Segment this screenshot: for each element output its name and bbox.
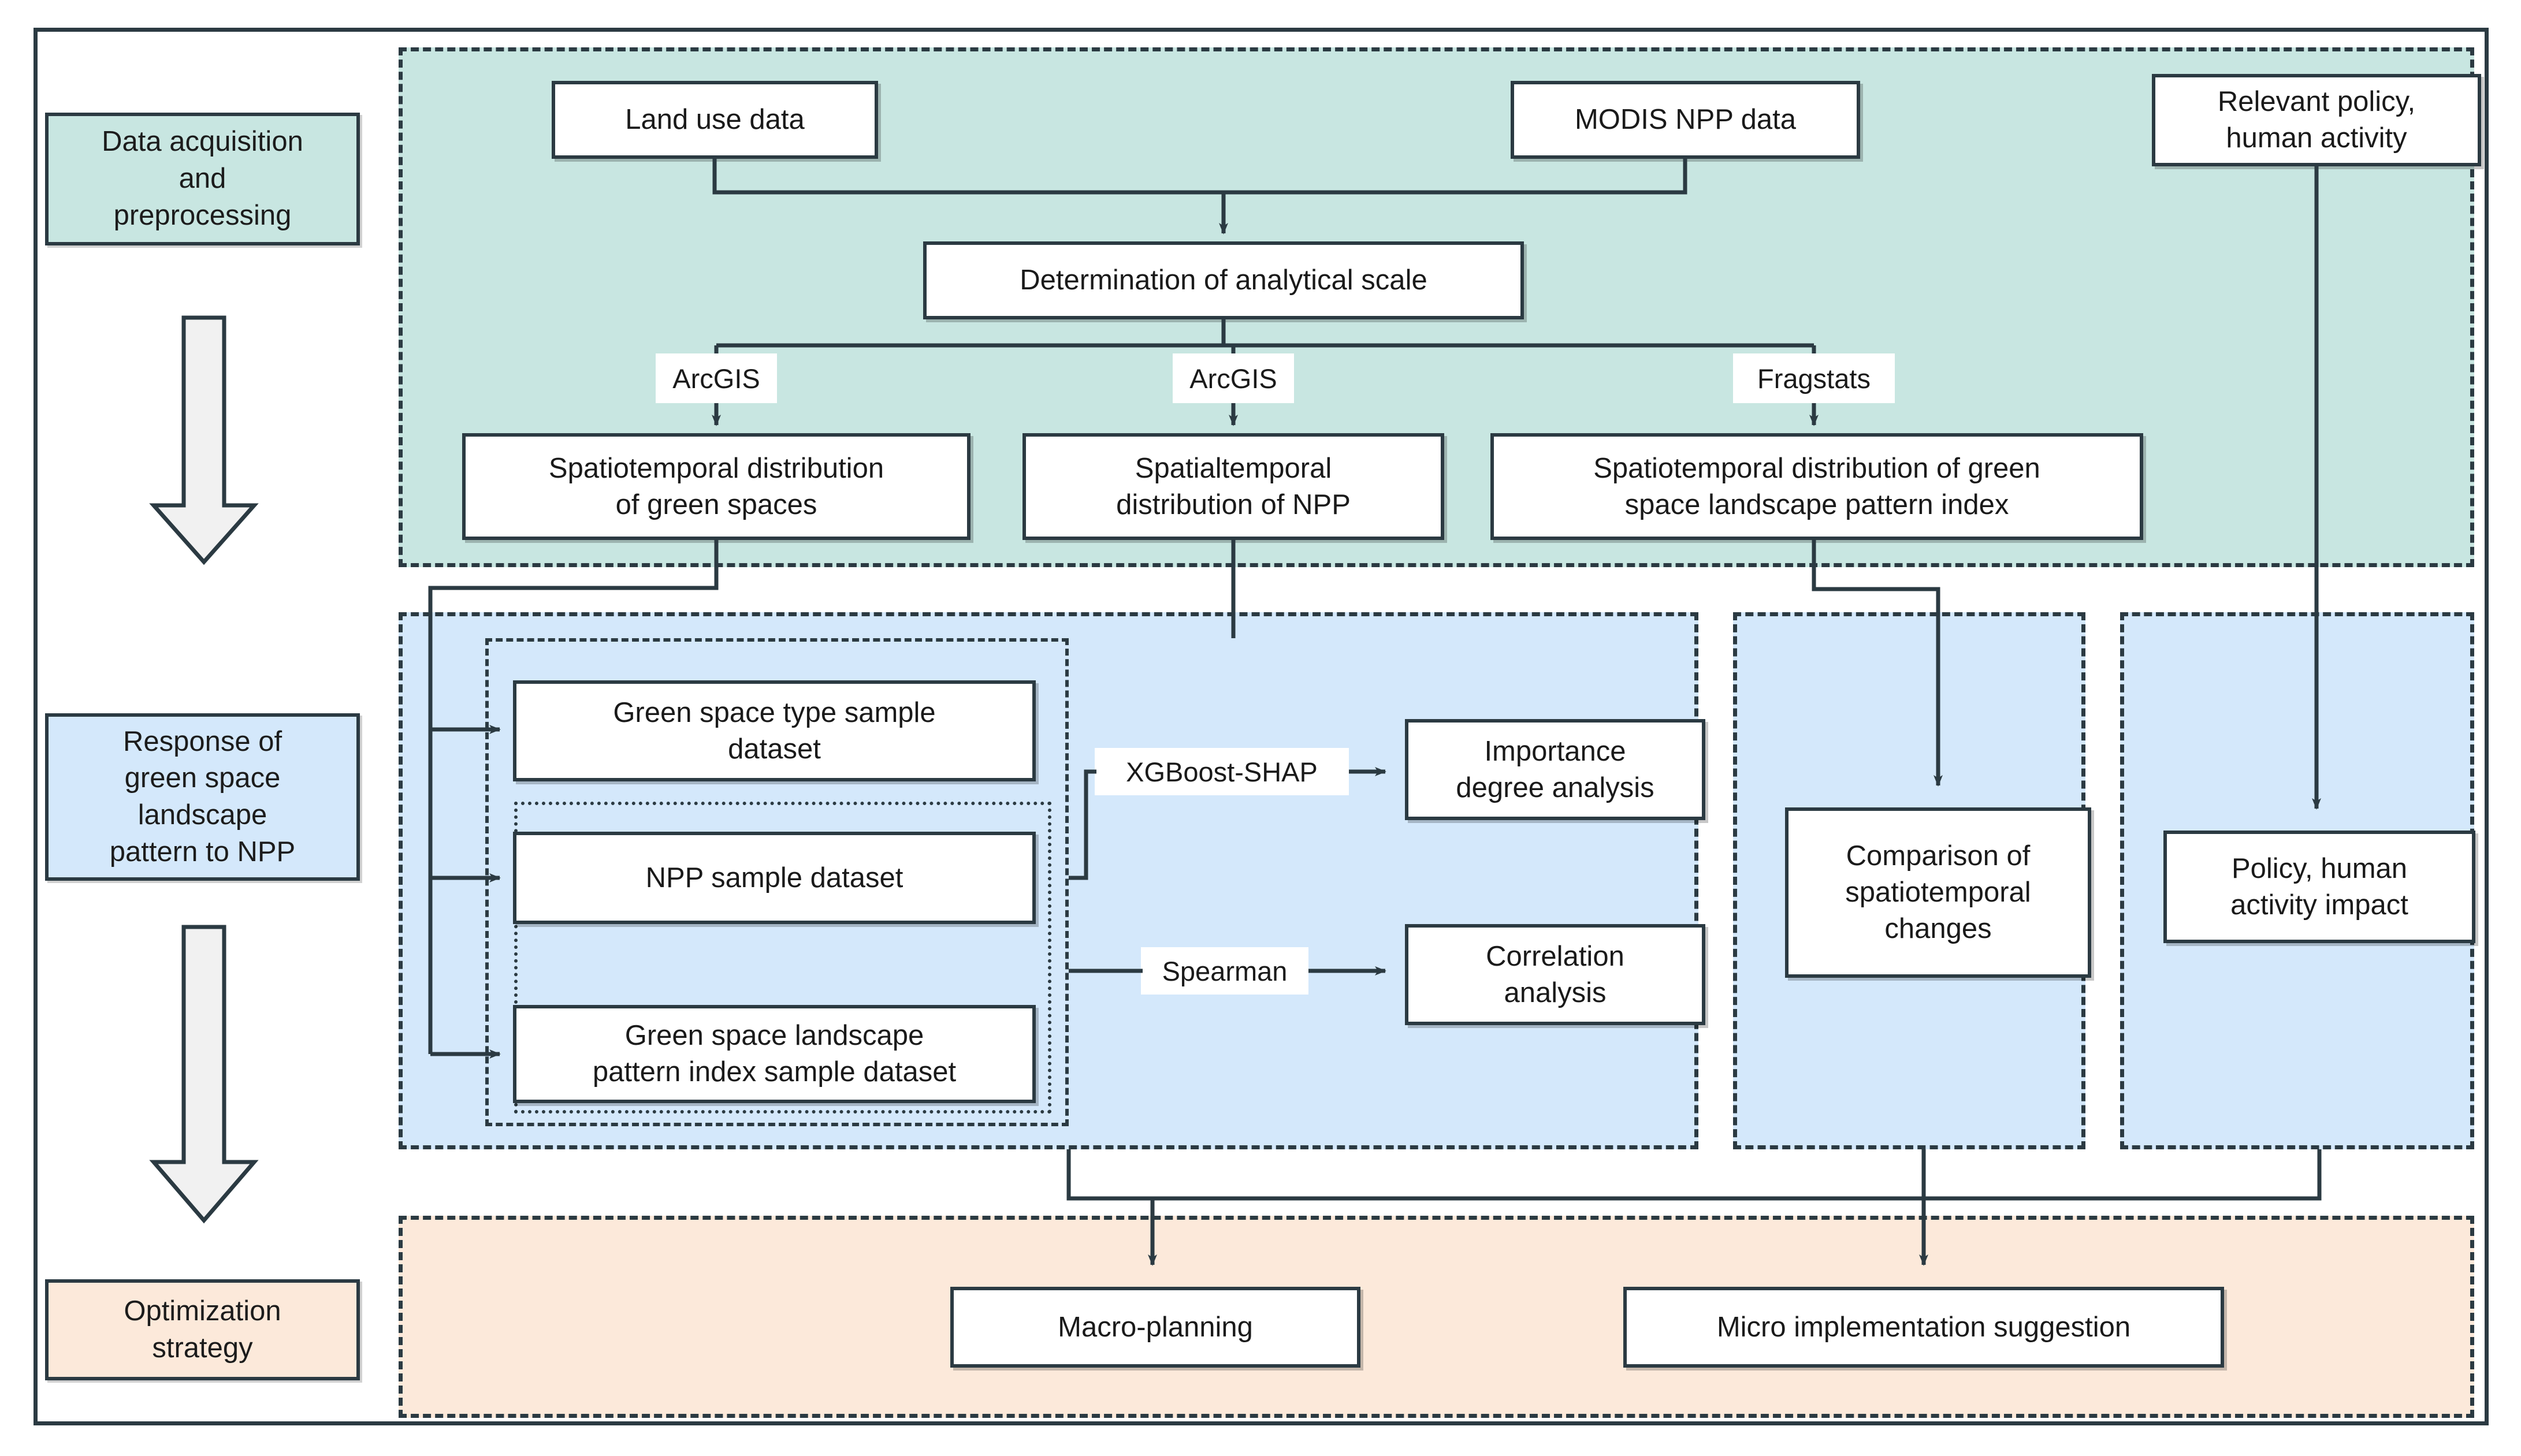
node-text-line1: Policy, human [2231,852,2408,884]
node-text-line2: dataset [728,733,821,765]
node-text-line2: degree analysis [1456,772,1654,803]
edge-label-arcgis-1: ArcGIS [656,353,777,403]
node-text-line1: Green space landscape [624,1020,924,1052]
edge-label-xgboost-shap: XGBoost-SHAP [1095,748,1349,795]
phase-transition-arrow-1 [149,315,259,566]
phase-label-line1: Response of [122,725,282,757]
node-text-line1: Green space type sample [613,697,936,728]
node-text-line3: changes [1884,913,1992,944]
node-green-space-type-sample-dataset[interactable]: Green space type sample dataset [513,680,1036,781]
node-text-line2: space landscape pattern index [1624,489,2009,520]
outer-frame [34,28,2489,1425]
node-text-line1: Spatiotemporal distribution of green [1593,452,2040,484]
node-spatiotemporal-distribution-pattern-index[interactable]: Spatiotemporal distribution of green spa… [1490,433,2143,540]
node-text-line1: Relevant policy, [2217,86,2416,118]
node-correlation-analysis[interactable]: Correlation analysis [1405,924,1705,1025]
node-relevant-policy-human-activity[interactable]: Relevant policy, human activity [2152,74,2481,166]
node-determination-of-analytical-scale[interactable]: Determination of analytical scale [923,241,1524,319]
phase-transition-arrow-2 [149,924,259,1224]
node-text-line1: Correlation [1486,940,1624,972]
phase-banner-response: Response of green space landscape patter… [45,713,360,881]
node-modis-npp-data[interactable]: MODIS NPP data [1511,81,1860,159]
node-text-line2: activity impact [2230,889,2408,921]
node-text-line1: Importance [1484,735,1626,767]
node-text-line2: human activity [2226,122,2407,154]
node-importance-degree-analysis[interactable]: Importance degree analysis [1405,719,1705,820]
node-green-space-landscape-pattern-index-sample-dataset[interactable]: Green space landscape pattern index samp… [513,1005,1036,1103]
node-spatialtemporal-distribution-npp[interactable]: Spatialtemporal distribution of NPP [1022,433,1444,540]
node-policy-human-activity-impact[interactable]: Policy, human activity impact [2163,831,2475,943]
edge-label-arcgis-2: ArcGIS [1173,353,1294,403]
edge-label-spearman: Spearman [1141,947,1308,995]
node-text-line2: pattern index sample dataset [592,1056,957,1088]
phase-label-line2: strategy [152,1332,253,1364]
node-text-line2: of green spaces [615,489,817,520]
phase-label-line3: landscape [137,799,267,831]
phase-label-line2: green space [124,762,281,794]
node-text-line2: analysis [1504,977,1607,1008]
node-text-line2: distribution of NPP [1116,489,1351,520]
group-npp-and-pattern-datasets [514,802,1051,1114]
phase-banner-optimization: Optimization strategy [45,1279,360,1380]
phase-banner-data-acquisition: Data acquisition and preprocessing [45,113,360,245]
node-text-line1: Comparison of [1846,840,2031,872]
edge-label-fragstats: Fragstats [1733,353,1895,403]
node-land-use-data[interactable]: Land use data [552,81,878,159]
node-text-line2: spatiotemporal [1845,877,2031,908]
node-npp-sample-dataset[interactable]: NPP sample dataset [513,832,1036,924]
phase-label-line2: and [179,163,226,195]
phase-label-line4: pattern to NPP [109,836,296,867]
node-micro-implementation-suggestion[interactable]: Micro implementation suggestion [1623,1287,2224,1368]
node-text-line1: Spatiotemporal distribution [548,452,884,484]
phase-label-line1: Optimization [124,1295,281,1327]
node-comparison-of-spatiotemporal-changes[interactable]: Comparison of spatiotemporal changes [1785,807,2091,978]
node-text-line1: Spatialtemporal [1135,452,1332,484]
group-sample-datasets [485,638,1069,1126]
node-spatiotemporal-distribution-green-spaces[interactable]: Spatiotemporal distribution of green spa… [462,433,971,540]
node-macro-planning[interactable]: Macro-planning [950,1287,1360,1368]
phase-label-line1: Data acquisition [102,126,303,158]
phase-label-line3: preprocessing [113,199,292,231]
